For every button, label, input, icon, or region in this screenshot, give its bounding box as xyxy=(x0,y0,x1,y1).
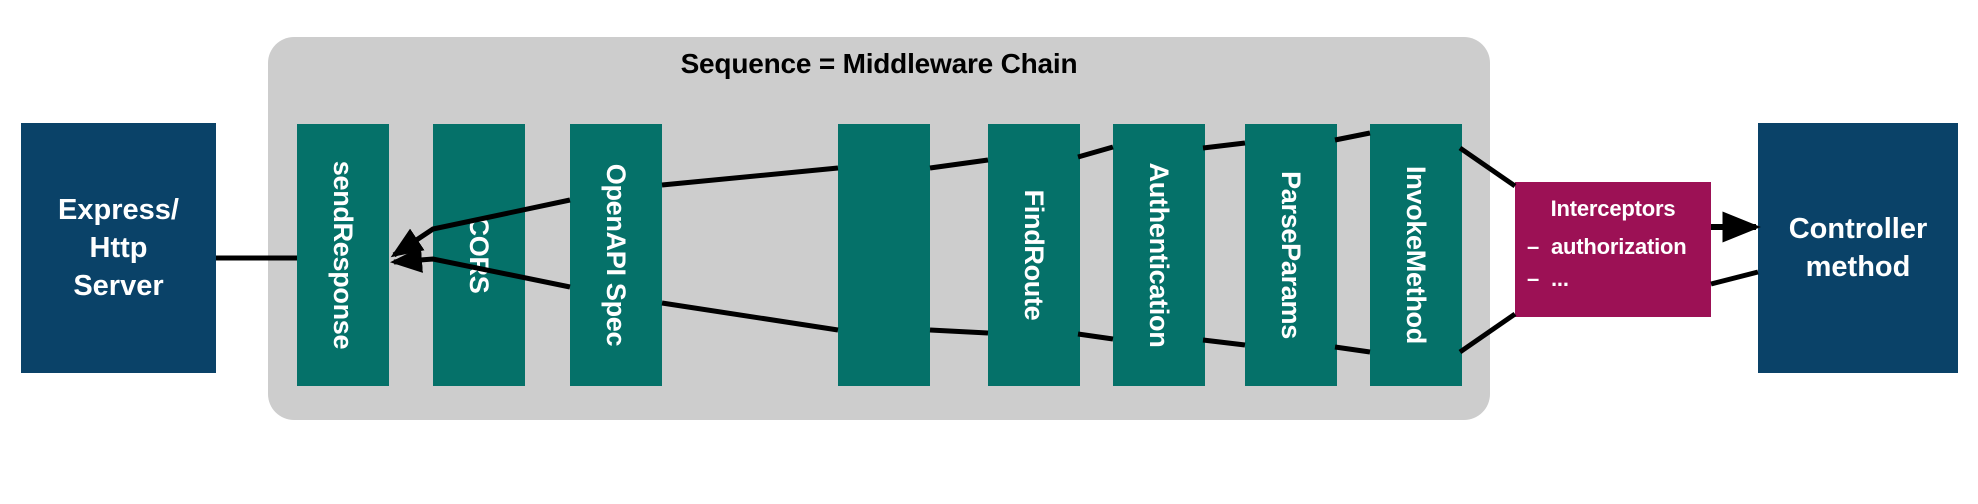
interceptors-bullet-icon: – xyxy=(1527,234,1540,259)
controller-line-1: Controller xyxy=(1788,212,1928,245)
middleware-box-cors[interactable]: CORS xyxy=(433,124,525,386)
page-title: Sequence = Middleware Chain xyxy=(680,48,1078,79)
middleware-box-findroute[interactable]: FindRoute xyxy=(988,124,1080,386)
middleware-label-openapi-spec: OpenAPI Spec xyxy=(601,163,632,347)
express-http-server-label: Express/ Http Server xyxy=(58,191,179,306)
middleware-label-sendresponse: sendResponse xyxy=(328,160,359,350)
middleware-box-sendresponse[interactable]: sendResponse xyxy=(297,124,389,386)
interceptors-item-authorization: –authorization xyxy=(1527,234,1687,260)
controller-line-2: method xyxy=(1805,251,1911,283)
controller-method-label: Controller method xyxy=(1789,210,1928,287)
express-http-server-box[interactable]: Express/ Http Server xyxy=(21,123,216,373)
middleware-label-findroute: FindRoute xyxy=(1019,189,1050,321)
middleware-box-parseparams[interactable]: ParseParams xyxy=(1245,124,1337,386)
interceptors-bullet-icon-2: – xyxy=(1527,266,1540,291)
express-line-3: Server xyxy=(73,270,164,303)
express-line-1: Express/ xyxy=(58,193,179,226)
middleware-box-openapi-spec[interactable]: OpenAPI Spec xyxy=(570,124,662,386)
interceptors-item-0-label: authorization xyxy=(1551,234,1687,259)
controller-method-box[interactable]: Controller method xyxy=(1758,123,1958,373)
middleware-label-invokemethod: InvokeMethod xyxy=(1401,166,1432,344)
middleware-box-unlabeled[interactable] xyxy=(838,124,930,386)
middleware-label-parseparams: ParseParams xyxy=(1276,171,1307,339)
interceptors-item-ellipsis: –... xyxy=(1527,266,1569,292)
interceptors-box[interactable]: Interceptors –authorization –... xyxy=(1515,182,1711,317)
express-line-2: Http xyxy=(89,231,148,264)
middleware-box-invokemethod[interactable]: InvokeMethod xyxy=(1370,124,1462,386)
middleware-box-authentication[interactable]: Authentication xyxy=(1113,124,1205,386)
middleware-label-cors: CORS xyxy=(464,216,495,294)
interceptors-item-1-label: ... xyxy=(1551,266,1569,291)
interceptors-title: Interceptors xyxy=(1550,196,1676,221)
middleware-label-authentication: Authentication xyxy=(1144,162,1175,348)
wire-interceptors-to-controller-lower xyxy=(1710,269,1759,287)
middleware-label-unlabeled xyxy=(838,124,930,386)
